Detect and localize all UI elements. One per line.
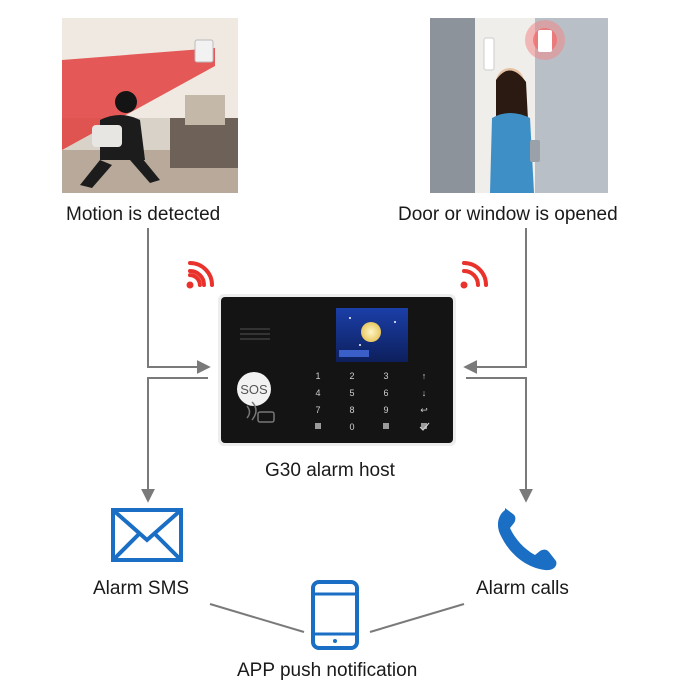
keypad-key: 4 xyxy=(315,388,320,398)
sos-button: SOS xyxy=(237,372,271,406)
sms-output-label: Alarm SMS xyxy=(93,578,190,599)
motion-trigger-label: Motion is detected xyxy=(66,204,221,225)
keypad-key-icon xyxy=(315,423,321,429)
connector-lines xyxy=(141,228,533,633)
motion-sensor-icon xyxy=(194,39,214,63)
keypad-key: 7 xyxy=(315,405,320,415)
door-sensor-icon xyxy=(538,30,552,52)
keypad-key: 1 xyxy=(315,371,320,381)
motion-photo xyxy=(62,18,238,193)
lcd-screen xyxy=(336,308,408,362)
envelope-icon xyxy=(111,508,183,562)
keypad-key: 2 xyxy=(349,371,354,381)
keypad-key: ↑ xyxy=(422,371,427,381)
keypad-key: ↩ xyxy=(420,405,428,415)
calls-output-label: Alarm calls xyxy=(476,578,569,599)
alarm-host-panel: SOS 1 2 3 ↑ 4 5 6 ↓ 7 8 9 ↩ 0 xyxy=(218,294,456,446)
door-photo xyxy=(430,18,608,193)
svg-text:SOS: SOS xyxy=(240,382,268,397)
keypad-key: 0 xyxy=(349,422,354,432)
keypad-key-icon xyxy=(421,423,427,429)
keypad-key: 6 xyxy=(383,388,388,398)
wifi-signal-icon xyxy=(186,261,214,289)
keypad-key: 3 xyxy=(383,371,388,381)
keypad-key: 9 xyxy=(383,405,388,415)
phone-icon xyxy=(497,508,557,571)
host-label: G30 alarm host xyxy=(265,460,395,481)
rfid-icon xyxy=(246,401,275,423)
wifi-signal-icon xyxy=(460,261,488,289)
keypad-key: 8 xyxy=(349,405,354,415)
keypad-key-icon xyxy=(383,423,389,429)
keypad: 1 2 3 ↑ 4 5 6 ↓ 7 8 9 ↩ 0 xyxy=(315,371,430,432)
keypad-key: 5 xyxy=(349,388,354,398)
door-trigger-label: Door or window is opened xyxy=(398,204,618,225)
app-output-label: APP push notification xyxy=(237,660,418,681)
keypad-key: ↓ xyxy=(422,388,427,398)
check-icon xyxy=(419,422,430,431)
smartphone-icon xyxy=(311,580,359,650)
